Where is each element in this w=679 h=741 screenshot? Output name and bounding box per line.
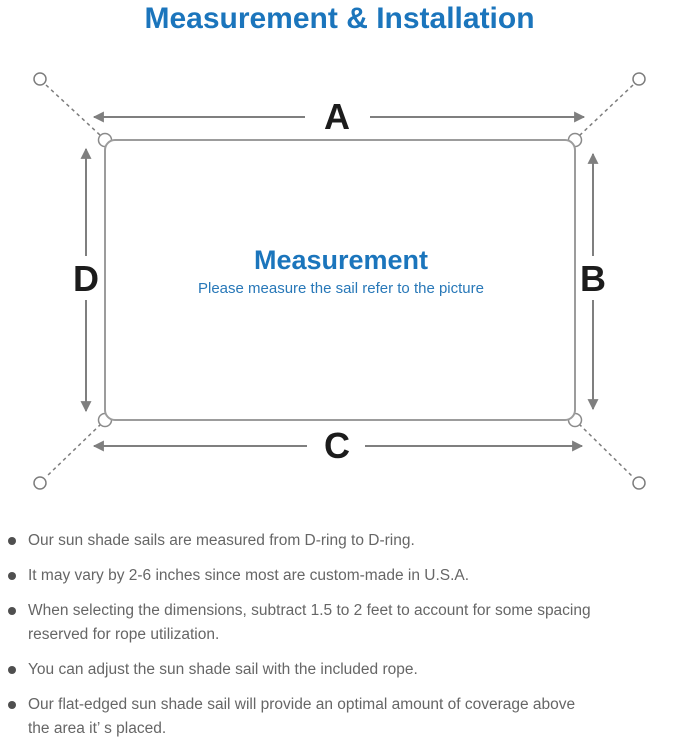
rope-dashed-line-bottom-right [578,423,634,478]
note-text: When selecting the dimensions, subtract … [28,602,591,643]
dim-label-d: D [73,258,99,299]
dim-label-a: A [324,96,350,137]
note-text: It may vary by 2-6 inches since most are… [28,567,470,584]
diagram-center-heading: Measurement [254,245,428,275]
dim-label-c: C [324,425,350,466]
anchor-ring-icon-top-left [33,72,47,86]
note-item: It may vary by 2-6 inches since most are… [8,564,673,588]
note-item: Our sun shade sails are measured from D-… [8,529,673,553]
anchor-ring-icon-top-right [632,72,646,86]
note-text: You can adjust the sun shade sail with t… [28,661,418,678]
bullet-icon [8,701,16,709]
measurement-diagram-container: A C D B Measurement Please measure the s… [0,55,679,515]
anchor-ring-icon-bottom-left [33,476,47,490]
notes-list: Our sun shade sails are measured from D-… [8,529,673,741]
note-text: Our flat-edged sun shade sail will provi… [28,696,576,737]
bullet-icon [8,572,16,580]
dim-label-b: B [580,258,606,299]
page-title: Measurement & Installation [144,2,535,35]
note-item: Our flat-edged sun shade sail will provi… [8,693,673,741]
sail-outline [104,139,576,421]
note-text: Our sun shade sails are measured from D-… [28,532,415,549]
diagram-center-subtitle: Please measure the sail refer to the pic… [198,280,484,297]
anchor-ring-icon-bottom-right [632,476,646,490]
bullet-icon [8,607,16,615]
note-item: You can adjust the sun shade sail with t… [8,658,673,682]
rope-dashed-line-top-left [45,84,102,137]
bullet-icon [8,537,16,545]
rope-dashed-line-bottom-left [45,423,102,478]
bullet-icon [8,666,16,674]
note-item: When selecting the dimensions, subtract … [8,599,673,647]
measurement-diagram: A C D B Measurement Please measure the s… [33,72,646,490]
rope-dashed-line-top-right [578,84,634,137]
